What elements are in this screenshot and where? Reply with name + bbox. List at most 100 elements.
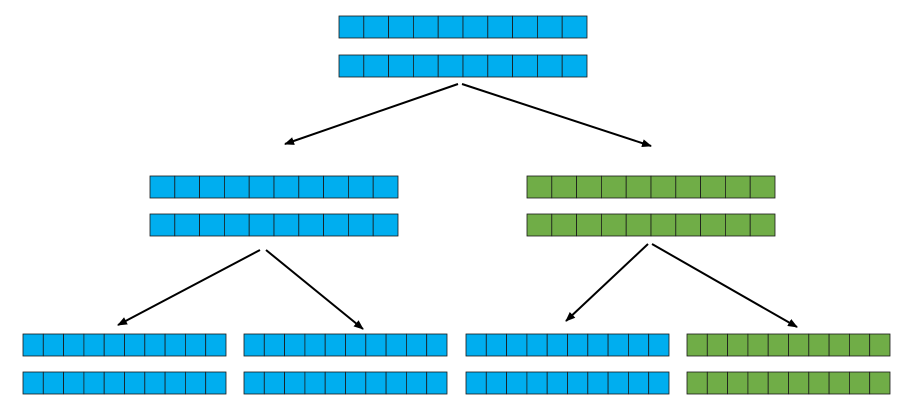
cell-row — [22, 333, 227, 357]
array-cell — [648, 333, 670, 357]
array-cell — [363, 54, 389, 78]
array-cell — [465, 333, 487, 357]
array-cell — [675, 213, 701, 237]
array-cell — [725, 213, 751, 237]
array-cell — [22, 333, 44, 357]
array-cell — [412, 54, 439, 78]
array-cell — [284, 371, 306, 395]
array-cell — [788, 371, 810, 395]
array-cell — [808, 333, 830, 357]
edge-arrow-left-to-left-left — [117, 249, 261, 326]
array-cell — [650, 213, 677, 237]
array-cell — [223, 175, 250, 199]
array-cell — [324, 333, 346, 357]
array-cell — [347, 175, 374, 199]
cell-row — [338, 15, 588, 39]
edge-arrow-root-to-right — [461, 83, 652, 147]
array-cell — [243, 333, 265, 357]
array-cell — [561, 54, 588, 78]
array-cell — [648, 371, 670, 395]
array-cell — [248, 213, 275, 237]
cell-row — [465, 333, 670, 357]
array-cell — [164, 333, 186, 357]
array-cell — [607, 333, 629, 357]
array-cell — [164, 371, 186, 395]
array-cell — [537, 54, 563, 78]
array-cell — [184, 371, 207, 395]
array-cell — [124, 333, 146, 357]
array-cell — [700, 175, 726, 199]
array-cell — [63, 333, 85, 357]
edge-arrow-right-to-right-right — [651, 243, 798, 328]
array-cell — [686, 371, 708, 395]
array-cell — [537, 15, 563, 39]
tree-node-left — [149, 175, 399, 237]
array-cell — [298, 175, 324, 199]
array-cell — [345, 333, 367, 357]
cell-row — [22, 371, 227, 395]
array-cell — [487, 15, 513, 39]
array-cell — [749, 175, 776, 199]
array-cell — [385, 371, 407, 395]
edge-arrow-root-to-left — [284, 83, 459, 145]
array-cell — [828, 333, 850, 357]
array-cell — [601, 213, 627, 237]
array-cell — [304, 333, 326, 357]
array-cell — [808, 371, 830, 395]
array-cell — [273, 175, 300, 199]
array-cell — [551, 175, 577, 199]
array-cell — [149, 213, 176, 237]
array-cell — [149, 175, 176, 199]
array-cell — [675, 175, 701, 199]
array-cell — [437, 54, 464, 78]
cell-row — [149, 175, 399, 199]
array-cell — [223, 213, 250, 237]
array-cell — [700, 213, 726, 237]
cell-row — [686, 371, 891, 395]
tree-node-right-left — [465, 333, 670, 395]
array-cell — [849, 333, 871, 357]
array-cell — [388, 54, 414, 78]
array-cell — [869, 333, 891, 357]
array-cell — [526, 333, 548, 357]
cell-row — [686, 333, 891, 357]
array-cell — [869, 371, 891, 395]
cell-row — [243, 333, 448, 357]
array-cell — [625, 213, 652, 237]
array-cell — [124, 371, 146, 395]
array-cell — [512, 15, 538, 39]
array-cell — [205, 333, 227, 357]
array-cell — [462, 54, 489, 78]
array-cell — [304, 371, 326, 395]
array-cell — [706, 333, 728, 357]
array-cell — [625, 175, 652, 199]
tree-node-right-right — [686, 333, 891, 395]
array-cell — [273, 213, 300, 237]
array-cell — [506, 333, 528, 357]
array-cell — [526, 371, 548, 395]
array-cell — [174, 213, 201, 237]
array-cell — [323, 213, 349, 237]
array-cell — [725, 175, 751, 199]
array-cell — [546, 333, 568, 357]
array-cell — [561, 15, 588, 39]
array-cell — [462, 15, 489, 39]
array-cell — [526, 175, 553, 199]
array-cell — [650, 175, 677, 199]
array-cell — [42, 371, 64, 395]
array-cell — [174, 175, 201, 199]
array-cell — [363, 15, 389, 39]
array-cell — [347, 213, 374, 237]
array-cell — [372, 213, 399, 237]
array-cell — [324, 371, 346, 395]
array-cell — [385, 333, 407, 357]
array-cell — [372, 175, 399, 199]
array-cell — [63, 371, 85, 395]
array-cell — [546, 371, 568, 395]
array-cell — [767, 371, 789, 395]
array-cell — [512, 54, 538, 78]
array-cell — [284, 333, 306, 357]
array-cell — [298, 213, 324, 237]
array-cell — [248, 175, 275, 199]
